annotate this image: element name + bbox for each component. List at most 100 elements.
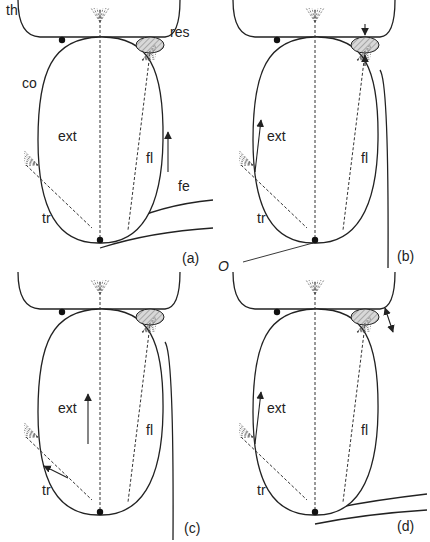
muscle-attachment	[239, 428, 253, 438]
joint-pivot	[97, 237, 103, 243]
trochanter-muscle	[241, 165, 307, 228]
extensor-muscle	[315, 282, 316, 512]
muscle-label: fl	[361, 422, 368, 438]
muscle-attachment	[100, 280, 106, 294]
muscle-label: tr	[42, 482, 51, 498]
muscle-label: fl	[146, 422, 153, 438]
trochanter-muscle	[241, 437, 307, 500]
muscle-attachment	[100, 280, 101, 294]
extensor-muscle	[100, 282, 101, 512]
muscle-attachment	[100, 8, 101, 22]
flexor-muscle	[128, 53, 150, 230]
muscle-attachment	[142, 59, 156, 61]
muscle-attachment	[24, 423, 38, 438]
motion-arrow	[364, 24, 365, 35]
muscle-attachment	[142, 47, 156, 60]
muscle-attachment	[239, 435, 253, 437]
muscle-label: fl	[361, 150, 368, 166]
muscle-attachment	[312, 8, 315, 22]
muscle-attachment	[357, 326, 371, 332]
muscle-attachment	[24, 158, 38, 165]
muscle-attachment	[357, 47, 371, 60]
muscle-attachment	[239, 158, 253, 165]
flexor-muscle	[343, 325, 365, 502]
joint-pivot	[274, 309, 280, 315]
muscle-attachment	[24, 165, 38, 167]
joint-pivot	[274, 37, 280, 43]
leg-panel	[233, 272, 427, 524]
leg-panel	[18, 272, 180, 540]
muscle-attachment	[94, 8, 100, 22]
muscle-attachment	[97, 8, 100, 22]
muscle-attachment	[24, 433, 38, 438]
panel-label: (a)	[182, 250, 199, 266]
muscle-attachment	[239, 151, 253, 166]
muscle-attachment	[239, 156, 253, 166]
thorax-outline	[233, 272, 395, 309]
trochanter-muscle	[26, 437, 92, 500]
muscle-attachment	[315, 8, 321, 22]
extensor-muscle	[100, 10, 101, 240]
trochanter-muscle	[26, 165, 92, 228]
muscle-attachment	[94, 280, 100, 294]
joint-pivot	[59, 309, 65, 315]
coxa-outline	[253, 37, 378, 243]
thorax-outline	[18, 0, 180, 37]
muscle-attachment	[239, 433, 253, 438]
part-label: fe	[178, 178, 190, 194]
thorax-outline	[18, 272, 180, 309]
muscle-attachment	[315, 280, 324, 294]
muscle-attachment	[309, 8, 315, 22]
muscle-attachment	[100, 280, 103, 294]
muscle-attachment	[24, 151, 38, 166]
muscle-attachment	[357, 331, 371, 333]
motion-arrow	[255, 120, 261, 172]
coxa-outline	[38, 37, 163, 243]
motion-arrow	[167, 132, 168, 172]
muscle-label: tr	[257, 210, 266, 226]
muscle-attachment	[142, 49, 156, 60]
muscle-attachment	[142, 52, 156, 60]
muscle-attachment	[239, 163, 253, 165]
muscle-attachment	[357, 319, 371, 332]
muscle-attachment	[239, 161, 253, 166]
muscle-attachment	[357, 57, 371, 60]
muscle-attachment	[24, 437, 38, 439]
muscle-attachment	[142, 331, 156, 333]
muscle-attachment	[315, 8, 318, 22]
muscle-attachment	[239, 423, 253, 438]
muscle-attachment	[142, 57, 156, 60]
muscle-attachment	[91, 8, 100, 22]
muscle-attachment	[315, 280, 318, 294]
muscle-label: ext	[58, 400, 77, 416]
muscle-attachment	[24, 428, 38, 438]
flexor-muscle	[128, 325, 150, 502]
muscle-attachment	[142, 44, 156, 60]
muscle-attachment	[357, 54, 371, 60]
extensor-muscle	[315, 10, 316, 240]
muscle-attachment	[357, 49, 371, 60]
muscle-attachment	[24, 430, 38, 437]
muscle-attachment	[357, 324, 371, 332]
leg-panel	[18, 0, 213, 248]
muscle-label: tr	[42, 210, 51, 226]
thorax-outline	[233, 0, 395, 37]
muscle-label: ext	[267, 400, 286, 416]
muscle-label: tr	[257, 482, 266, 498]
muscle-attachment	[24, 153, 38, 165]
muscle-attachment	[315, 280, 321, 294]
muscle-attachment	[357, 329, 371, 332]
motion-arrow	[87, 394, 88, 444]
muscle-attachment	[24, 156, 38, 166]
leg-panel	[233, 0, 395, 268]
muscle-attachment	[100, 8, 106, 22]
muscle-attachment	[357, 52, 371, 60]
part-label: res	[170, 24, 189, 40]
panel-label: (d)	[397, 518, 414, 534]
part-label: co	[22, 75, 37, 91]
point-label: O	[218, 258, 229, 274]
muscle-attachment	[142, 326, 156, 332]
part-label: th	[6, 2, 18, 18]
